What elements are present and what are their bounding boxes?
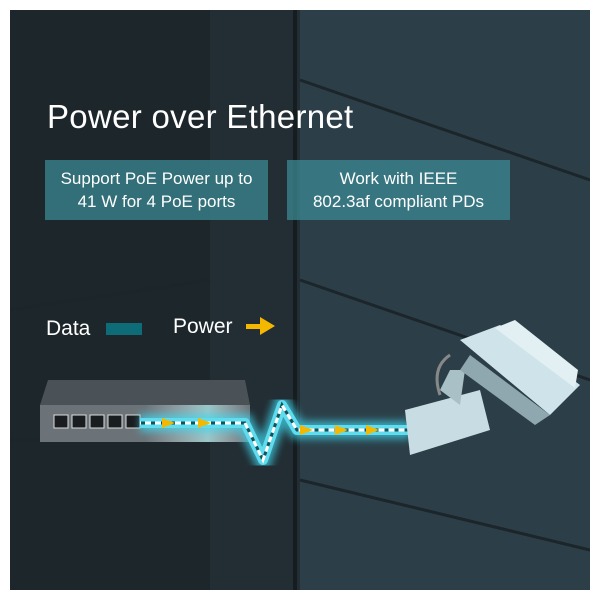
data-legend-label: Data — [46, 317, 91, 340]
feature-box-poe-power: Support PoE Power up to 41 W for 4 PoE p… — [45, 160, 268, 220]
feature-line: Support PoE Power up to — [60, 169, 253, 188]
ethernet-ports — [53, 414, 141, 429]
building-wall-right — [300, 10, 590, 590]
page-title: Power over Ethernet — [47, 98, 354, 135]
data-legend-swatch — [106, 323, 142, 335]
background-scene — [10, 10, 590, 590]
poe-switch — [40, 380, 250, 442]
poe-banner: Power over Ethernet Support PoE Power up… — [10, 10, 590, 590]
building-wall-left — [10, 10, 210, 590]
power-legend-label: Power — [173, 315, 233, 338]
power-arrows — [162, 418, 379, 435]
feature-line: 41 W for 4 PoE ports — [77, 192, 236, 211]
building-column — [210, 10, 300, 590]
power-legend-arrow-icon — [246, 317, 275, 335]
feature-line: Work with IEEE — [339, 169, 458, 188]
security-camera — [405, 320, 580, 455]
feature-line: 802.3af compliant PDs — [312, 192, 485, 211]
ethernet-cable — [140, 383, 410, 484]
feature-box-ieee: Work with IEEE 802.3af compliant PDs — [287, 160, 510, 220]
